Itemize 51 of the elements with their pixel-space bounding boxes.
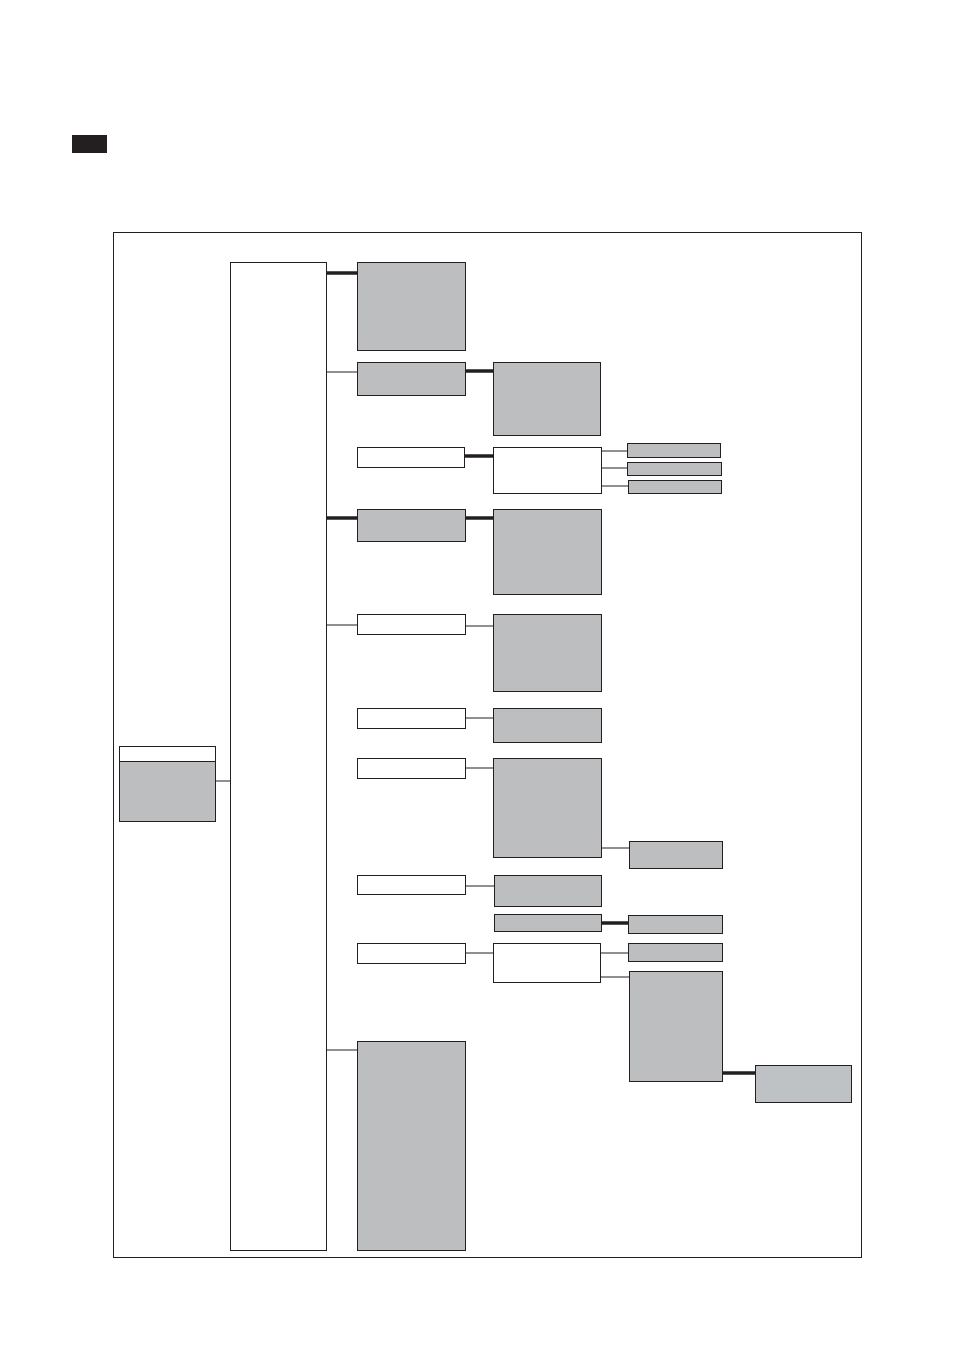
process-box bbox=[493, 614, 602, 692]
connector-line bbox=[326, 624, 358, 626]
connector-line bbox=[465, 454, 493, 458]
connector-line bbox=[466, 516, 493, 520]
connector-line bbox=[327, 271, 357, 275]
connector-line bbox=[600, 952, 629, 954]
connector-line bbox=[466, 369, 493, 373]
connector-line bbox=[723, 1071, 755, 1075]
connector-line bbox=[465, 767, 494, 769]
process-box bbox=[629, 841, 723, 869]
process-box bbox=[627, 443, 721, 458]
process-box bbox=[493, 758, 602, 858]
connector-line bbox=[465, 885, 495, 887]
process-box bbox=[629, 971, 723, 1082]
process-box bbox=[493, 447, 602, 494]
process-box bbox=[755, 1065, 852, 1103]
process-box bbox=[230, 262, 327, 1251]
connector-line bbox=[601, 847, 630, 849]
process-box bbox=[628, 943, 723, 962]
process-box bbox=[119, 746, 216, 822]
process-box bbox=[493, 943, 601, 983]
process-box bbox=[493, 362, 601, 436]
connector-line bbox=[465, 717, 494, 719]
process-box bbox=[628, 480, 722, 494]
process-box bbox=[494, 875, 602, 907]
process-box bbox=[357, 1041, 466, 1251]
process-box bbox=[357, 943, 466, 964]
process-box bbox=[357, 447, 465, 468]
connector-line bbox=[601, 467, 628, 469]
process-box bbox=[357, 362, 466, 396]
connector-line bbox=[602, 921, 628, 925]
process-box bbox=[493, 708, 602, 743]
process-box bbox=[357, 758, 466, 779]
connector-line bbox=[465, 625, 494, 627]
connector-line bbox=[327, 516, 357, 520]
process-box bbox=[493, 509, 602, 595]
process-box bbox=[494, 914, 602, 932]
process-box bbox=[628, 915, 723, 934]
connector-line bbox=[601, 450, 628, 452]
process-box bbox=[357, 875, 466, 895]
process-box bbox=[357, 708, 466, 729]
process-box bbox=[627, 462, 722, 476]
connector-line bbox=[600, 976, 630, 978]
process-box bbox=[357, 614, 466, 635]
connector-line bbox=[326, 1049, 358, 1051]
connector-line bbox=[465, 952, 494, 954]
process-box bbox=[357, 509, 466, 542]
connector-line bbox=[326, 371, 358, 373]
connector-line bbox=[601, 485, 629, 487]
connector-line bbox=[215, 780, 231, 782]
process-box bbox=[357, 262, 466, 351]
